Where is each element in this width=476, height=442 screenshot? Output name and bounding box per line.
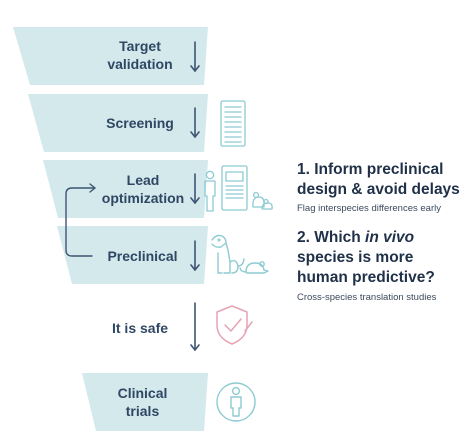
callout-2-caption: Cross-species translation studies (297, 292, 437, 303)
callout-2-heading-pre: 2. Which (297, 229, 366, 246)
stage-label-screening: Screening (95, 114, 185, 132)
dog-mouse-icon (211, 234, 269, 274)
stage-label-line: Target (119, 38, 161, 54)
down-arrow-icon (190, 240, 200, 271)
screening-plate-icon (220, 100, 246, 147)
stage-label-line: It is safe (111, 320, 169, 336)
down-arrow-icon (190, 173, 200, 204)
callout-2-heading-em: in vivo (365, 229, 415, 246)
feedback-loop-arrow-icon (65, 183, 96, 257)
person-circle-icon (216, 382, 256, 422)
callout-1-heading-line: design & avoid delays (297, 181, 460, 198)
stage-label-preclinical: Preclinical (95, 247, 190, 265)
stage-band-target-validation (13, 27, 208, 85)
stage-label-line: Screening (106, 115, 174, 131)
callout-2-heading-line: 2. Which in vivo (297, 228, 472, 248)
down-arrow-icon (190, 41, 200, 72)
down-arrow-icon (190, 302, 200, 351)
stage-label-line: Lead (126, 172, 160, 188)
callout-2-heading: 2. Which in vivo species is more human p… (297, 228, 472, 288)
shield-check-icon (216, 305, 253, 345)
stage-label-clinical-trials: Clinical trials (100, 384, 185, 420)
callout-2-heading-line: human predictive? (297, 269, 435, 286)
stage-label-target-validation: Target validation (95, 37, 185, 73)
stage-band-screening (28, 94, 208, 152)
stage-band-clinical-trials (82, 373, 208, 431)
down-arrow-icon (190, 107, 200, 138)
stage-band-lead-optimization (43, 160, 208, 218)
stage-label-line: Preclinical (107, 248, 178, 264)
stage-label-line: validation (107, 56, 173, 72)
stage-label-line: Clinical (117, 385, 168, 401)
stage-label-line: optimization (101, 190, 185, 206)
callout-1-heading-line: 1. Inform preclinical (297, 161, 444, 178)
callout-1-heading: 1. Inform preclinical design & avoid del… (297, 160, 472, 200)
callout-1-caption: Flag interspecies differences early (297, 203, 441, 214)
stage-label-it-is-safe: It is safe (95, 319, 185, 337)
stage-label-lead-optimization: Lead optimization (93, 171, 193, 207)
stage-label-line: trials (125, 403, 160, 419)
callout-2-heading-line: species is more (297, 249, 414, 266)
human-lab-animal-icon (204, 165, 273, 212)
stage-band-preclinical (57, 226, 208, 284)
